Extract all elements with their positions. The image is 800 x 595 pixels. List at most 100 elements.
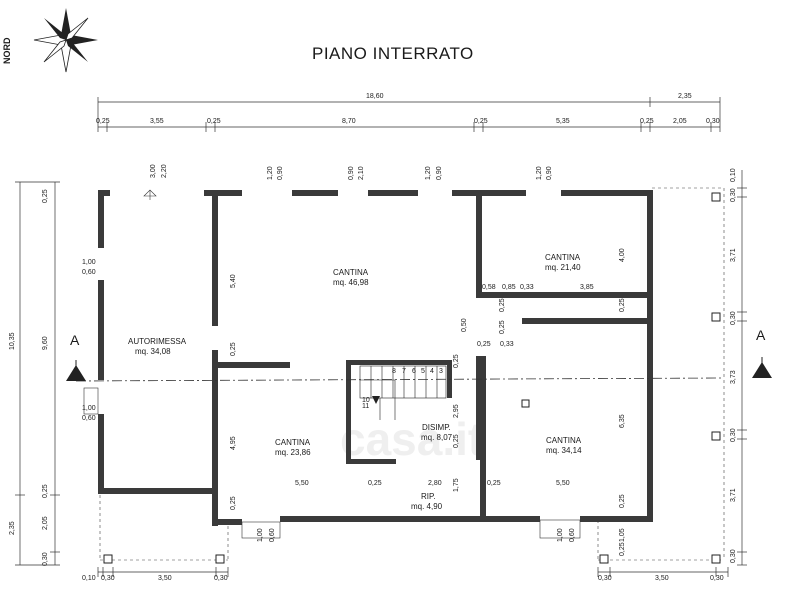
dim-int: 0,25 <box>619 494 626 508</box>
dim-left-inner-3: 2,05 <box>42 516 49 530</box>
section-marker-right <box>752 357 772 378</box>
dim-int: 1,00 <box>82 259 96 266</box>
dim-right-7: 3,71 <box>730 488 737 502</box>
stair-step-5: 5 <box>421 368 425 375</box>
section-marker-left <box>66 360 86 381</box>
dim-int: 0,25 <box>619 298 626 312</box>
dim-int: 0,60 <box>82 415 96 422</box>
dim-int: 0,90 <box>546 166 553 180</box>
room-cantina-1-area: mq. 46,98 <box>333 278 369 287</box>
dim-left-inner-2: 0,25 <box>42 484 49 498</box>
dim-int: 1,00 <box>82 405 96 412</box>
dim-top-6: 5,35 <box>556 118 570 125</box>
dim-top-9: 0,30 <box>706 118 720 125</box>
dim-int: 0,60 <box>269 528 276 542</box>
dim-int: 2,20 <box>161 164 168 178</box>
dim-int: 5,50 <box>295 480 309 487</box>
stair-step-10: 10 <box>362 397 370 404</box>
dim-int: 5,40 <box>230 274 237 288</box>
dim-int: 0,60 <box>82 269 96 276</box>
dim-int: 1,05 <box>619 528 626 542</box>
dim-int: 0,25 <box>499 298 506 312</box>
dim-int: 0,33 <box>500 341 514 348</box>
dim-right-1: 0,10 <box>730 168 737 182</box>
dim-right-3: 3,71 <box>730 248 737 262</box>
room-ripostiglio-name: RIP. <box>421 492 436 501</box>
dim-bottom-right-2: 3,50 <box>655 575 669 582</box>
bottom-dimension-lines <box>97 567 729 577</box>
plan-title: PIANO INTERRATO <box>312 44 474 63</box>
walls <box>98 190 653 526</box>
room-cantina-2-name: CANTINA <box>545 253 581 262</box>
top-dimension-lines <box>97 97 721 132</box>
dim-int: 0,25 <box>453 434 460 448</box>
stair-step-7: 7 <box>402 368 406 375</box>
dim-int: 1,00 <box>557 528 564 542</box>
dim-bottom-left-4: 0,30 <box>214 575 228 582</box>
dim-int: 0,25 <box>477 341 491 348</box>
right-dimension-lines <box>737 170 747 566</box>
dim-int: 0,50 <box>461 318 468 332</box>
room-cantina-4-name: CANTINA <box>546 436 582 445</box>
exterior-dashed-outlines <box>99 187 725 561</box>
dim-int: 1,20 <box>425 166 432 180</box>
room-cantina-4-area: mq. 34,14 <box>546 446 582 455</box>
dim-right-8: 0,30 <box>730 549 737 563</box>
dim-top-5: 0,25 <box>474 118 488 125</box>
dim-int: 0,33 <box>520 284 534 291</box>
dim-right-2: 0,30 <box>730 188 737 202</box>
dim-int: 0,90 <box>277 166 284 180</box>
room-disimpegno-name: DISIMP. <box>422 423 451 432</box>
dim-overall-right: 2,35 <box>678 93 692 100</box>
dim-bottom-left-1: 0,10 <box>82 575 96 582</box>
dim-left-lower: 2,35 <box>9 521 16 535</box>
dim-bottom-left-2: 0,30 <box>101 575 115 582</box>
compass-rose-icon <box>33 8 98 73</box>
section-label-left: A <box>70 332 80 348</box>
dim-int: 0,25 <box>619 542 626 556</box>
section-line <box>75 377 723 382</box>
dim-right-5: 3,73 <box>730 370 737 384</box>
dim-int: 0,25 <box>453 354 460 368</box>
stair-step-8: 8 <box>392 368 396 375</box>
section-label-right: A <box>756 327 766 343</box>
dim-bottom-right-1: 0,30 <box>598 575 612 582</box>
dim-int: 2,80 <box>428 480 442 487</box>
dim-int: 0,25 <box>368 480 382 487</box>
dim-bottom-left-3: 3,50 <box>158 575 172 582</box>
room-autorimessa-name: AUTORIMESSA <box>128 337 187 346</box>
dim-int: 1,00 <box>257 528 264 542</box>
dim-int: 3,00 <box>150 164 157 178</box>
watermark: casa.it <box>340 413 484 465</box>
dim-int: 0,25 <box>487 480 501 487</box>
stair-step-6: 6 <box>412 368 416 375</box>
dim-top-1: 0,25 <box>96 118 110 125</box>
dim-left-top: 0,25 <box>42 189 49 203</box>
dim-int: 0,25 <box>230 342 237 356</box>
room-disimpegno-area: mq. 8,07 <box>421 433 453 442</box>
room-cantina-3-area: mq. 23,86 <box>275 448 311 457</box>
dim-top-2: 3,55 <box>150 118 164 125</box>
dim-top-3: 0,25 <box>207 118 221 125</box>
dim-left-inner-4: 0,30 <box>42 552 49 566</box>
dim-bottom-right-3: 0,30 <box>710 575 724 582</box>
dim-top-7: 0,25 <box>640 118 654 125</box>
dim-int: 0,58 <box>482 284 496 291</box>
interior-dimensions: 3,00 2,20 1,20 0,90 0,90 2,10 1,20 0,90 … <box>82 164 626 556</box>
dim-int: 2,95 <box>453 404 460 418</box>
stair-step-4: 4 <box>430 368 434 375</box>
dim-int: 1,75 <box>453 478 460 492</box>
dim-int: 0,90 <box>436 166 443 180</box>
dim-int: 0,60 <box>569 528 576 542</box>
dim-int: 1,20 <box>536 166 543 180</box>
dim-top-4: 8,70 <box>342 118 356 125</box>
dim-left-total: 10,35 <box>9 332 16 350</box>
dim-int: 0,25 <box>230 496 237 510</box>
room-ripostiglio-area: mq. 4,90 <box>411 502 443 511</box>
dim-int: 6,35 <box>619 414 626 428</box>
dim-int: 0,25 <box>499 320 506 334</box>
dim-int: 0,90 <box>348 166 355 180</box>
dim-overall-width: 18,60 <box>366 93 384 100</box>
left-dimension-lines <box>15 181 60 566</box>
